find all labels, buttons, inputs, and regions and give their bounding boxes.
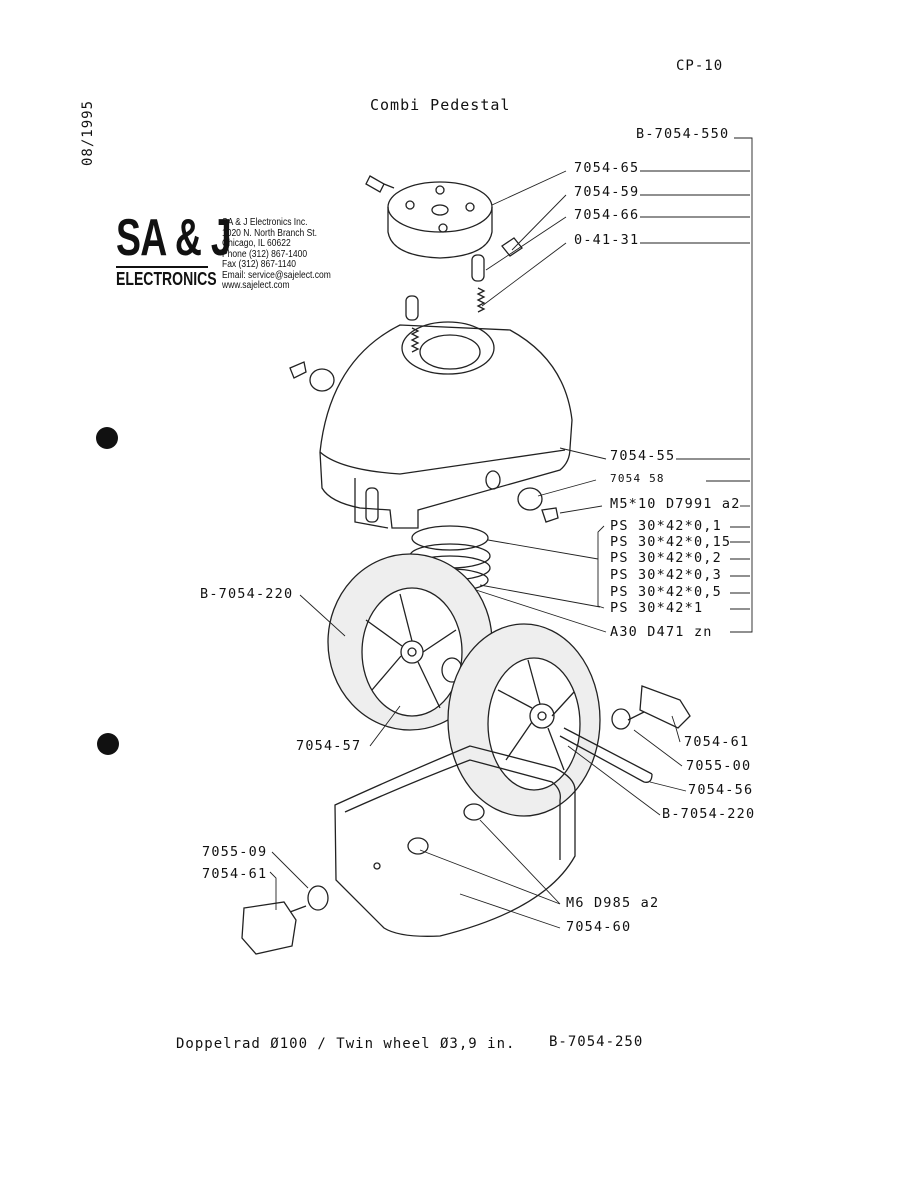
wheel-left	[327, 553, 493, 731]
label-part: 7054-59	[574, 184, 640, 200]
label-part: 7054-61	[684, 734, 750, 750]
cap-plug	[501, 237, 523, 257]
label-wheel-right: B-7054-220	[662, 806, 756, 822]
side-screw	[289, 361, 307, 379]
contact-line: Email: service@sajelect.com	[222, 269, 331, 281]
knob-left	[241, 901, 307, 955]
label-part: A30 D471 zn	[610, 624, 713, 640]
contact-line: Chicago, IL 60622	[222, 238, 291, 249]
contact-line: Fax (312) 867-1140	[222, 259, 297, 270]
sheet-number: CP-10	[676, 58, 724, 74]
label-assembly: B-7054-550	[636, 126, 730, 142]
label-part: 7054-57	[296, 738, 362, 754]
binder-hole-top	[96, 427, 118, 449]
top-cap	[387, 181, 493, 259]
page-title: Combi Pedestal	[370, 96, 511, 114]
cap-screw	[365, 175, 395, 193]
company-logo: SA & J ELECTRONICS	[116, 212, 232, 290]
wheel-right	[447, 623, 601, 817]
base-tray	[334, 745, 576, 937]
label-part: 7055-00	[686, 758, 752, 774]
pin-b	[405, 295, 419, 321]
label-part: 7054-66	[574, 207, 640, 223]
label-part: 7054-56	[688, 782, 754, 798]
label-part: 7055-09	[202, 844, 268, 860]
screw-m5	[541, 507, 559, 523]
label-shim: PS 30*42*0,5	[610, 584, 722, 600]
contact-line: www.sajelect.com	[222, 280, 290, 291]
label-shim: PS 30*42*1	[610, 600, 704, 616]
company-contact: SA & J Electronics Inc. 1020 N. North Br…	[222, 217, 331, 292]
binder-hole-bottom	[97, 733, 119, 755]
label-shim: PS 30*42*0,1	[610, 518, 722, 534]
leader-lines	[269, 137, 753, 929]
washer-58	[517, 487, 543, 511]
pin-a	[471, 254, 485, 282]
axle-washer	[611, 708, 631, 730]
label-part: M6 D985 a2	[566, 895, 660, 911]
spring-b	[410, 327, 420, 353]
label-part: 7054 58	[610, 472, 665, 485]
label-wheel-left: B-7054-220	[200, 586, 294, 602]
footer-description: Doppelrad Ø100 / Twin wheel Ø3,9 in.	[176, 1036, 516, 1052]
label-part: 7054-60	[566, 919, 632, 935]
logo-divider	[116, 266, 208, 268]
label-part: 7054-55	[610, 448, 676, 464]
footer-code: B-7054-250	[549, 1034, 644, 1050]
contact-line: 1020 N. North Branch St.	[222, 227, 317, 239]
label-shim: PS 30*42*0,15	[610, 534, 732, 550]
side-washer	[309, 368, 335, 392]
label-part: M5*10 D7991 a2	[610, 496, 741, 512]
label-shim: PS 30*42*0,3	[610, 567, 722, 583]
label-part: 0-41-31	[574, 232, 640, 248]
pedestal-housing	[319, 321, 573, 529]
logo-subtitle: ELECTRONICS	[116, 269, 217, 289]
label-part: 7054-61	[202, 866, 268, 882]
spring-a	[476, 287, 486, 313]
label-part: 7054-65	[574, 160, 640, 176]
axle	[559, 727, 653, 783]
contact-line: Phone (312) 867-1400	[222, 248, 308, 260]
contact-line: SA & J Electronics Inc.	[222, 217, 308, 228]
knob-left-washer	[307, 885, 329, 911]
knob-right	[627, 685, 691, 729]
label-shim: PS 30*42*0,2	[610, 550, 722, 566]
